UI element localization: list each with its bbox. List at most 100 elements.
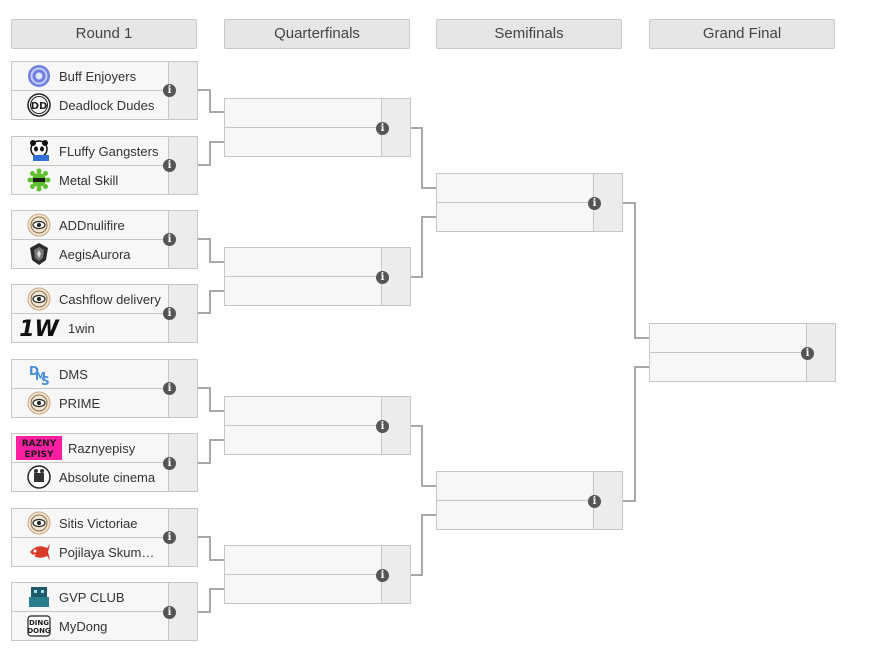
divider — [12, 239, 170, 240]
team-slot[interactable]: GVP CLUB — [12, 583, 170, 611]
divider — [437, 500, 595, 501]
round1-match-3[interactable]: ADDnulifire AegisAurora — [11, 210, 198, 269]
divider — [12, 313, 170, 314]
divider — [225, 425, 383, 426]
svg-text:RAZNY: RAZNY — [22, 439, 57, 449]
round-header-grand-final: Grand Final — [649, 19, 835, 49]
divider — [437, 202, 595, 203]
connector-sf-2 — [623, 366, 649, 502]
connector-r1-8 — [198, 588, 224, 613]
team-slot[interactable]: ADDnulifire — [12, 211, 170, 239]
team-slot[interactable]: Absolute cinema — [12, 463, 170, 491]
team-name: PRIME — [59, 395, 101, 411]
1w-logo-icon: 1W — [16, 316, 62, 340]
info-icon[interactable]: i — [376, 122, 389, 135]
connector-qf-1 — [410, 127, 436, 189]
team-slot[interactable]: Sitis Victoriae — [12, 509, 170, 537]
connector-qf-2 — [410, 216, 436, 278]
team-slot[interactable]: Buff Enjoyers — [12, 62, 170, 90]
connector-r1-2 — [198, 141, 224, 166]
svg-text:DONG: DONG — [27, 627, 51, 635]
connector-qf-3 — [410, 425, 436, 487]
info-icon[interactable]: i — [376, 420, 389, 433]
svg-text:EPISY: EPISY — [24, 450, 54, 460]
svg-text:S: S — [41, 374, 50, 386]
connector-r1-6 — [198, 439, 224, 464]
info-icon[interactable]: i — [163, 382, 176, 395]
info-icon[interactable]: i — [163, 531, 176, 544]
connector-r1-3 — [198, 238, 224, 263]
shield-logo-icon — [27, 242, 51, 266]
team-slot[interactable]: AegisAurora — [12, 240, 170, 268]
connector-r1-1 — [198, 89, 224, 113]
quarterfinal-match-3[interactable] — [224, 396, 411, 455]
team-slot[interactable]: Metal Skill — [12, 166, 170, 194]
team-slot[interactable]: Pojilaya Skumbria — [12, 538, 170, 566]
info-icon[interactable]: i — [588, 495, 601, 508]
team-name: ADDnulifire — [59, 217, 125, 233]
divider — [650, 352, 808, 353]
info-icon[interactable]: i — [163, 457, 176, 470]
info-icon[interactable]: i — [163, 307, 176, 320]
team-name: Raznyepisy — [68, 440, 136, 456]
team-name: DMS — [59, 366, 88, 382]
round1-match-7[interactable]: Sitis Victoriae Pojilaya Skumbria — [11, 508, 198, 567]
divider — [12, 165, 170, 166]
tbd-logo-icon — [27, 511, 51, 535]
team-name: Absolute cinema — [59, 469, 156, 485]
round-header-quarterfinals: Quarterfinals — [224, 19, 410, 49]
divider — [225, 127, 383, 128]
info-icon[interactable]: i — [163, 606, 176, 619]
divider — [12, 90, 170, 91]
divider — [225, 574, 383, 575]
gvp-logo-icon — [27, 585, 51, 609]
team-name: Cashflow delivery — [59, 291, 161, 307]
team-name: GVP CLUB — [59, 589, 125, 605]
panda-logo-icon — [27, 139, 51, 163]
divider — [12, 537, 170, 538]
svg-text:DD: DD — [31, 101, 48, 112]
connector-r1-7 — [198, 536, 224, 561]
info-icon[interactable]: i — [163, 159, 176, 172]
blue-swirl-logo-icon — [27, 64, 51, 88]
team-slot[interactable]: DD Deadlock Dudes — [12, 91, 170, 119]
team-name: Buff Enjoyers — [59, 68, 137, 84]
connector-r1-5 — [198, 387, 224, 412]
team-name: Metal Skill — [59, 172, 119, 188]
team-name: AegisAurora — [59, 246, 131, 262]
tbd-logo-icon — [27, 213, 51, 237]
connector-qf-4 — [410, 514, 436, 576]
team-slot[interactable]: 1W 1win — [12, 314, 170, 342]
team-name: Sitis Victoriae — [59, 515, 138, 531]
svg-text:D: D — [29, 364, 39, 378]
team-name: Deadlock Dudes — [59, 97, 155, 113]
info-icon[interactable]: i — [801, 347, 814, 360]
tbd-logo-icon — [27, 391, 51, 415]
divider — [12, 462, 170, 463]
svg-text:DING: DING — [29, 619, 49, 627]
team-slot[interactable]: PRIME — [12, 389, 170, 417]
info-icon[interactable]: i — [376, 271, 389, 284]
red-fish-logo-icon — [27, 540, 51, 564]
dd-logo-icon: DD — [27, 93, 51, 117]
team-slot[interactable]: FLuffy Gangsters — [12, 137, 170, 165]
tbd-logo-icon — [27, 287, 51, 311]
info-icon[interactable]: i — [376, 569, 389, 582]
info-icon[interactable]: i — [163, 84, 176, 97]
cinema-logo-icon — [27, 465, 51, 489]
info-icon[interactable]: i — [588, 197, 601, 210]
info-icon[interactable]: i — [163, 233, 176, 246]
round-header-semifinals: Semifinals — [436, 19, 622, 49]
team-slot[interactable]: Cashflow delivery — [12, 285, 170, 313]
team-name: MyDong — [59, 618, 108, 634]
divider — [12, 611, 170, 612]
team-name: Pojilaya Skumbria — [59, 544, 161, 560]
divider — [12, 388, 170, 389]
connector-sf-1 — [623, 202, 649, 339]
